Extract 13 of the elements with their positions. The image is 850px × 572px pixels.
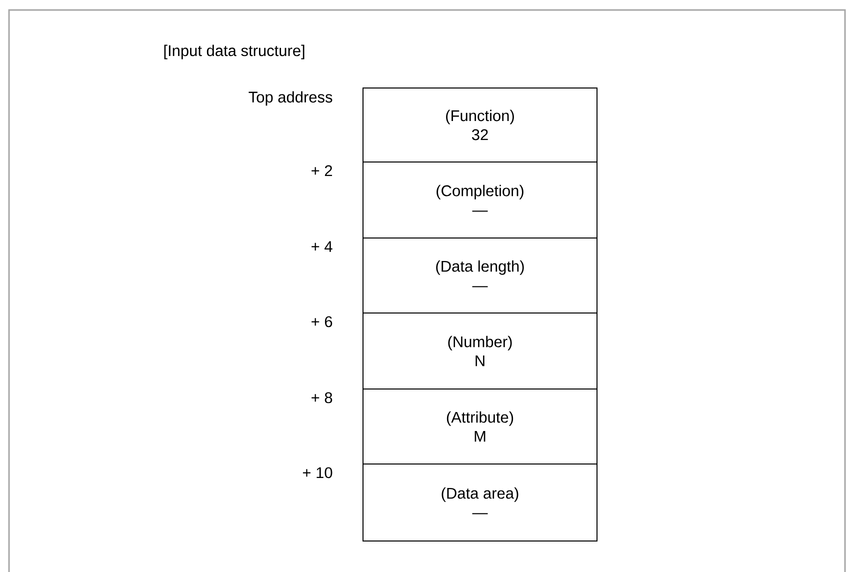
- diagram-title: [Input data structure]: [164, 44, 304, 60]
- address-offset: + 10: [302, 467, 332, 478]
- address-offset: + 6: [312, 316, 332, 328]
- address-offset: + 8: [312, 392, 332, 404]
- address-offset: + 2: [312, 165, 332, 176]
- memory-cell: (Completion) —: [362, 162, 598, 238]
- memory-cell: (Function) 32: [362, 88, 598, 162]
- address-offset: + 4: [312, 241, 332, 252]
- memory-cell: (Number) N: [362, 312, 598, 390]
- memory-cell: (Data length) —: [362, 238, 598, 314]
- memory-cell: (Data area) —: [362, 464, 598, 542]
- memory-cell: (Attribute) M: [362, 388, 598, 464]
- address-offset: Top address: [248, 91, 332, 106]
